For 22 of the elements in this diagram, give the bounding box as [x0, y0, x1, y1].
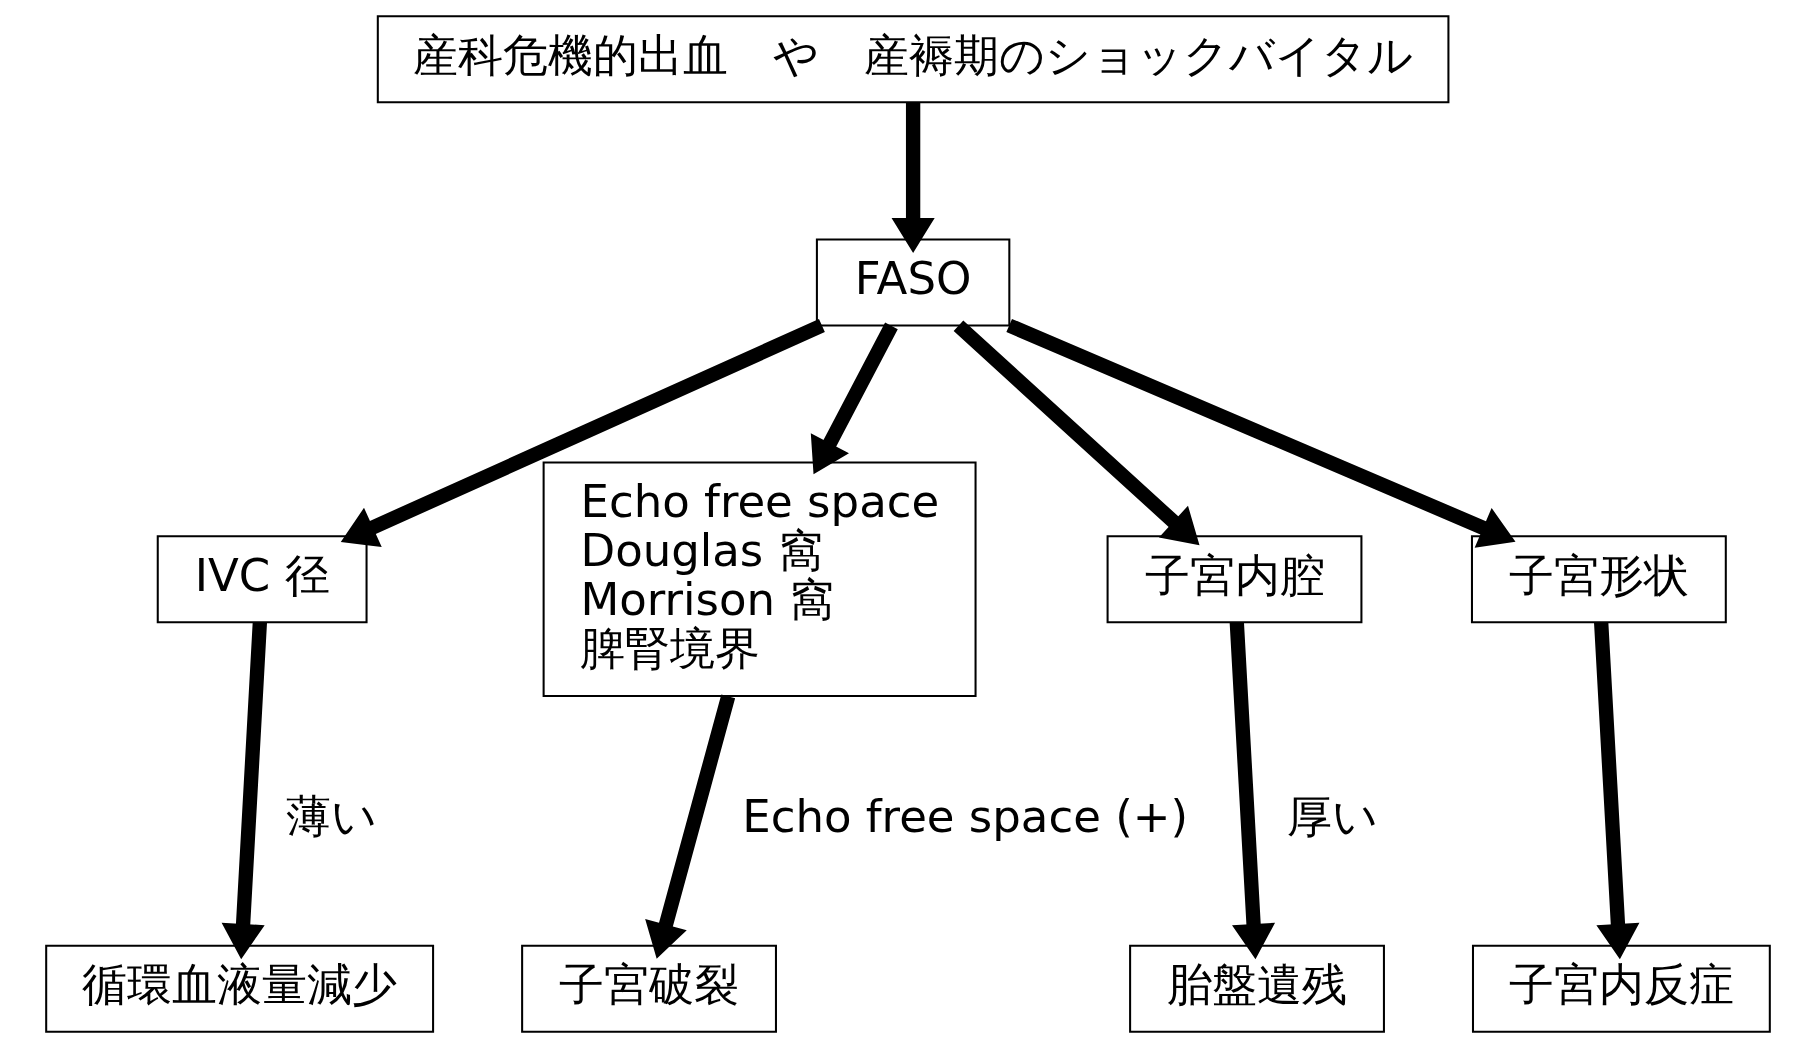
arrow [953, 320, 1200, 546]
arrow [810, 322, 898, 475]
node-box: Echo free space Douglas 窩 Morrison 窩 脾腎境界 [542, 461, 977, 697]
node-box: 子宮内腔 [1106, 535, 1363, 624]
node-box: 子宮破裂 [521, 944, 777, 1033]
node-box: 循環血液量減少 [45, 944, 435, 1033]
arrow [1229, 622, 1276, 960]
node-box: 胎盤遺残 [1129, 944, 1385, 1033]
node-box: 産科危機的出血 や 産褥期のショックバイタル [376, 15, 1450, 104]
arrow [891, 102, 935, 254]
edge-label: 厚い [1286, 790, 1378, 844]
edge-label: 薄い [285, 790, 377, 844]
arrow [645, 694, 736, 959]
arrow [1006, 318, 1516, 548]
node-box: 子宮形状 [1470, 535, 1727, 624]
arrow [1594, 622, 1640, 960]
arrow [221, 622, 267, 960]
node-box: FASO [815, 238, 1011, 327]
arrow [340, 318, 825, 548]
edge-label: Echo free space (+) [742, 790, 1189, 844]
node-box: 子宮内反症 [1471, 944, 1771, 1033]
node-box: IVC 径 [156, 535, 368, 624]
